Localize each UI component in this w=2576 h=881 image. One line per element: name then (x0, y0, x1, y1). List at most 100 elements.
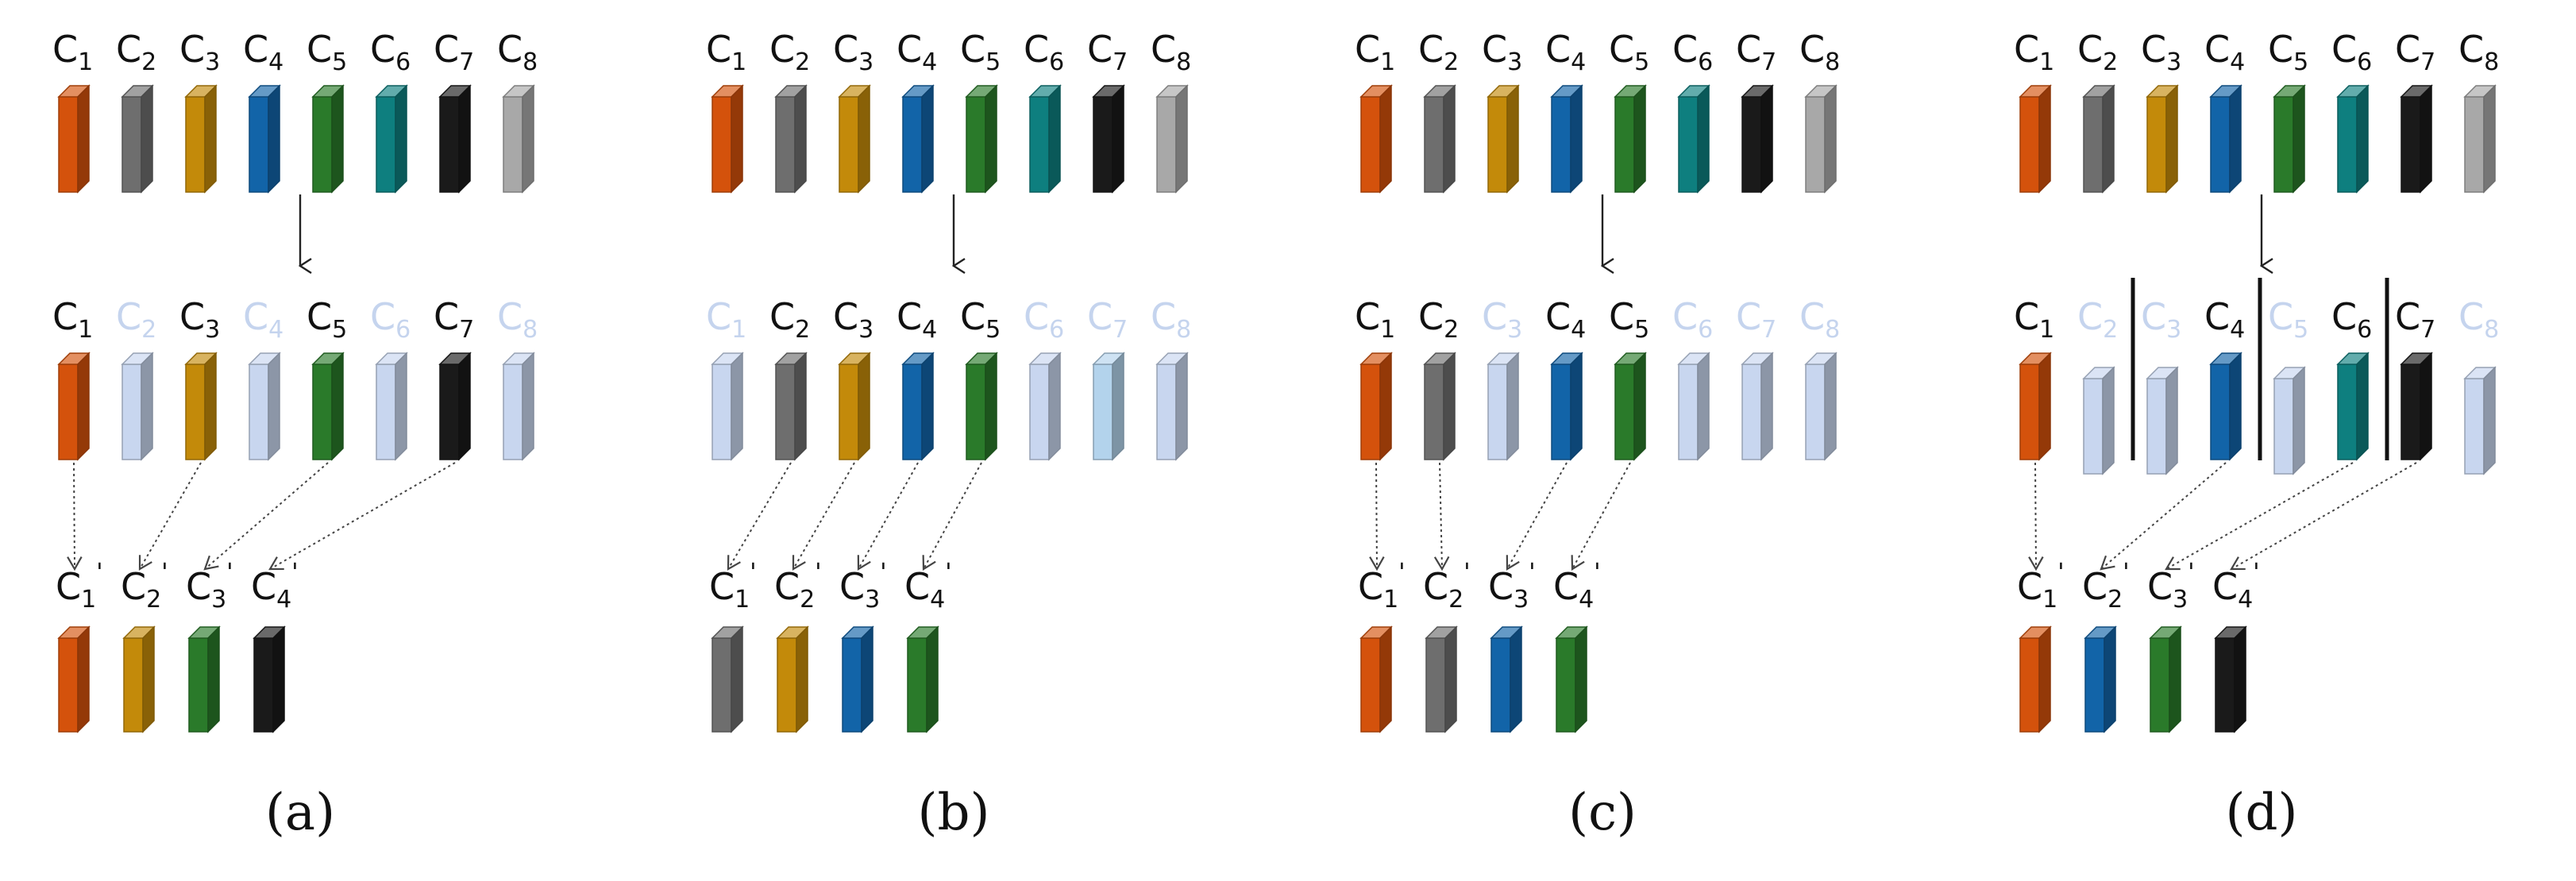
output-label-c1-prime: C1' (1358, 559, 1405, 614)
output-label-c4-prime: C4' (251, 559, 298, 614)
channel-label-c4: C4 (1545, 28, 1586, 76)
selected-block-c4 (2209, 352, 2242, 461)
panel-caption: (a) (265, 783, 335, 842)
output-label-c2-prime: C2' (774, 559, 821, 614)
selected-block-c5 (1614, 352, 1647, 461)
mapping-arrow (924, 462, 982, 569)
dropped-block-c5 (2273, 366, 2306, 475)
output-block-c3-prime (1490, 625, 1523, 733)
selection-label-c6: C6 (2331, 295, 2372, 344)
output-block-c4-prime (2214, 625, 2247, 733)
channel-label-c6: C6 (370, 28, 411, 76)
output-block-c2-prime (122, 625, 156, 733)
output-label-c4-prime: C4' (2212, 559, 2259, 614)
selected-block-c2 (774, 352, 808, 461)
selection-label-c4: C4 (2204, 295, 2245, 344)
selected-block-c6 (2336, 352, 2370, 461)
channel-label-c8: C8 (1151, 28, 1191, 76)
selected-block-c5 (965, 352, 998, 461)
channel-label-c2: C2 (1418, 28, 1459, 76)
dropped-block-c6 (1677, 352, 1710, 461)
channel-label-c5: C5 (960, 28, 1001, 76)
channel-label-c1: C1 (52, 28, 93, 76)
selection-label-c5: C5 (2268, 295, 2308, 344)
mapping-arrow (1376, 462, 1377, 569)
selection-label-c2: C2 (2077, 295, 2118, 344)
channel-label-c5: C5 (2268, 28, 2308, 76)
channel-block-c2 (1423, 84, 1456, 194)
channel-label-c7: C7 (1736, 28, 1776, 76)
output-label-c2-prime: C2' (121, 559, 168, 614)
channel-block-c4 (1550, 84, 1583, 194)
mapping-arrow (140, 462, 202, 569)
mapping-arrow (793, 462, 855, 569)
selection-label-c6: C6 (370, 295, 411, 344)
channel-label-c1: C1 (1355, 28, 1395, 76)
output-block-c3-prime (187, 625, 221, 733)
channel-block-c5 (1614, 84, 1647, 194)
channel-label-c7: C7 (1087, 28, 1128, 76)
channel-block-c7 (1092, 84, 1125, 194)
output-label-c4-prime: C4' (1553, 559, 1600, 614)
dropped-block-c2 (2082, 366, 2115, 475)
selection-label-c8: C8 (2458, 295, 2499, 344)
selected-block-c7 (2400, 352, 2433, 461)
output-block-c1-prime (57, 625, 91, 733)
channel-block-c3 (184, 84, 218, 194)
selected-block-c7 (438, 352, 472, 461)
output-label-c4-prime: C4' (904, 559, 951, 614)
selection-label-c8: C8 (1151, 295, 1191, 344)
channel-label-c7: C7 (434, 28, 474, 76)
output-channels: C1' C2' C3' C4' (1358, 462, 1631, 733)
selection-label-c3: C3 (833, 295, 873, 344)
selection-label-c1: C1 (706, 295, 746, 344)
output-block-c4-prime (253, 625, 286, 733)
output-label-c3-prime: C3' (186, 559, 233, 614)
panel-caption: (d) (2226, 783, 2298, 842)
channel-block-c8 (1155, 84, 1189, 194)
selected-block-c2 (1423, 352, 1456, 461)
output-label-c3-prime: C3' (839, 559, 886, 614)
output-block-c3-prime (2149, 625, 2182, 733)
selection-label-c4: C4 (1545, 295, 1586, 344)
selection-label-c4: C4 (897, 295, 937, 344)
panel-caption: (c) (1568, 783, 1637, 842)
channel-block-c6 (2336, 84, 2370, 194)
output-label-c1-prime: C1' (2017, 559, 2064, 614)
channel-block-c1 (2019, 84, 2052, 194)
output-label-c3-prime: C3' (1488, 559, 1535, 614)
channel-label-c2: C2 (116, 28, 156, 76)
selection-label-c6: C6 (1024, 295, 1064, 344)
channel-label-c3: C3 (833, 28, 873, 76)
channel-block-c3 (2146, 84, 2179, 194)
mapping-arrow (1440, 462, 1442, 569)
selection-label-c5: C5 (1609, 295, 1649, 344)
selection-label-c8: C8 (1799, 295, 1840, 344)
mapping-arrow (2101, 462, 2227, 569)
selection-label-c5: C5 (960, 295, 1001, 344)
selection-label-c1: C1 (2014, 295, 2054, 344)
channel-label-c8: C8 (2458, 28, 2499, 76)
output-block-c2-prime (776, 625, 809, 733)
output-block-c1-prime (711, 625, 744, 733)
channel-label-c4: C4 (897, 28, 937, 76)
mapping-arrow (74, 462, 75, 569)
channel-block-c6 (1677, 84, 1710, 194)
channel-block-c1 (57, 84, 91, 194)
channel-label-c1: C1 (706, 28, 746, 76)
channel-block-c8 (1804, 84, 1838, 194)
selection-label-c5: C5 (307, 295, 347, 344)
output-block-c1-prime (1359, 625, 1393, 733)
channel-block-c5 (2273, 84, 2306, 194)
output-label-c2-prime: C2' (1423, 559, 1470, 614)
output-block-c1-prime (2019, 625, 2052, 733)
mapping-arrow (1572, 462, 1631, 569)
channel-block-c7 (1741, 84, 1774, 194)
dropped-block-c3 (1487, 352, 1520, 461)
mapping-arrow (858, 462, 919, 569)
channel-label-c1: C1 (2014, 28, 2054, 76)
